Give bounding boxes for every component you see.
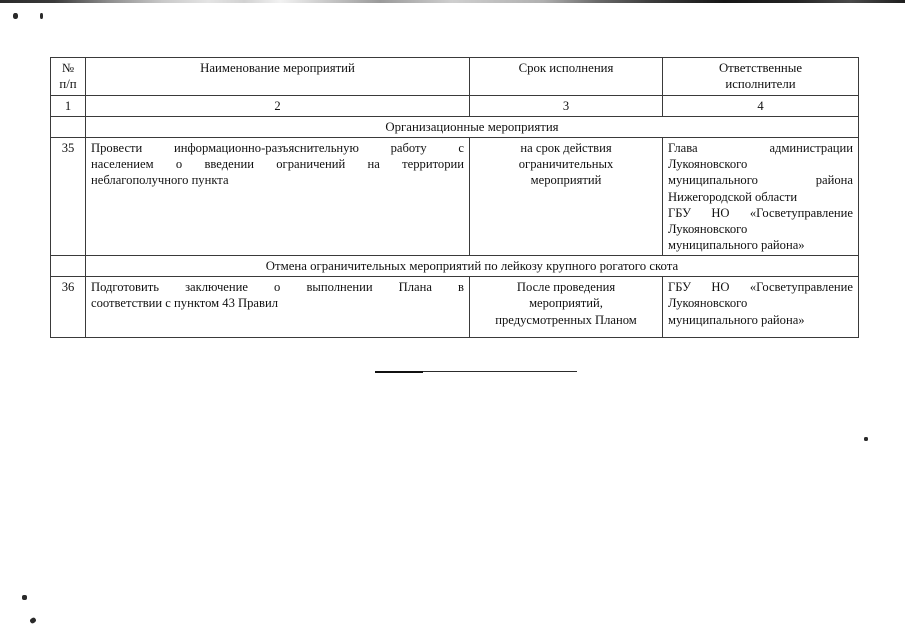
- measure-line: населением о введении ограничений на тер…: [91, 157, 464, 172]
- column-number-2: 2: [85, 94, 470, 117]
- row-number-35: 35: [50, 137, 86, 256]
- row-measure-36: Подготовить заключение о выполнении План…: [85, 276, 470, 339]
- deadline-line: предусмотренных Планом: [495, 312, 637, 327]
- column-number-3: 3: [469, 94, 663, 117]
- column-number-1: 1: [50, 94, 86, 117]
- row-responsible-35: Глава администрации Лукояновского муници…: [662, 137, 859, 256]
- scan-speck-bottom-left-1: [22, 595, 27, 600]
- header-responsible-line2: исполнители: [725, 77, 796, 92]
- responsible-line: муниципального района: [668, 173, 853, 188]
- section-header-spacer-cell-2: [50, 254, 86, 278]
- measure-line: неблагополучного пункта: [91, 173, 229, 188]
- scan-speck-bottom-left-2: [29, 616, 37, 625]
- measure-line: Провести информационно-разъяснительную р…: [91, 141, 464, 156]
- row-measure-35: Провести информационно-разъяснительную р…: [85, 137, 470, 256]
- column-number-row: 1 2 3 4: [50, 94, 859, 117]
- section-header-cancellation: Отмена ограничительных мероприятий по ле…: [50, 254, 859, 278]
- row-deadline-35: на срок действия ограничительных меропри…: [469, 137, 663, 256]
- deadline-line: мероприятий,: [529, 296, 603, 311]
- measure-line: Подготовить заключение о выполнении План…: [91, 280, 464, 295]
- section-header-title-2: Отмена ограничительных мероприятий по ле…: [85, 254, 859, 278]
- header-cell-measure: Наименование мероприятий: [85, 57, 470, 96]
- header-cell-number: № п/п: [50, 57, 86, 96]
- responsible-line: Лукояновского: [668, 157, 748, 172]
- deadline-line: ограничительных: [518, 157, 614, 172]
- header-number-line1: №: [61, 61, 75, 75]
- header-number-line2: п/п: [59, 77, 77, 92]
- plan-table-container: № п/п Наименование мероприятий Срок испо…: [50, 57, 859, 339]
- table-header-row: № п/п Наименование мероприятий Срок испо…: [50, 57, 859, 96]
- row-responsible-36: ГБУ НО «Госветуправление Лукояновского м…: [662, 276, 859, 339]
- section-header-spacer-cell: [50, 115, 86, 139]
- scan-speck-top-left-2: [40, 13, 43, 19]
- section-header-organizational: Организационные мероприятия: [50, 115, 859, 139]
- deadline-line: на срок действия: [520, 141, 612, 156]
- responsible-line: Лукояновского: [668, 221, 748, 236]
- measure-line: соответствии с пунктом 43 Правил: [91, 296, 278, 311]
- responsible-line: муниципального района»: [668, 237, 805, 252]
- section-header-title-1: Организационные мероприятия: [85, 115, 859, 139]
- table-row: 36 Подготовить заключение о выполнении П…: [50, 276, 859, 339]
- responsible-line: Глава администрации: [668, 141, 853, 156]
- responsible-line: Нижегородской области: [668, 189, 798, 204]
- scan-top-edge: [0, 0, 905, 3]
- deadline-line: мероприятий: [530, 173, 602, 188]
- separator-line: [375, 371, 577, 373]
- header-cell-deadline: Срок исполнения: [469, 57, 663, 96]
- header-cell-responsible: Ответственные исполнители: [662, 57, 859, 96]
- deadline-line: После проведения: [516, 280, 616, 295]
- header-measure-label: Наименование мероприятий: [200, 61, 355, 75]
- header-deadline-label: Срок исполнения: [518, 61, 614, 75]
- responsible-line: ГБУ НО «Госветуправление: [668, 205, 853, 220]
- row-deadline-36: После проведения мероприятий, предусмотр…: [469, 276, 663, 339]
- scan-speck-right: [864, 437, 868, 441]
- row-number-36: 36: [50, 276, 86, 339]
- responsible-line: муниципального района»: [668, 312, 805, 327]
- column-number-4: 4: [662, 94, 859, 117]
- header-responsible-line1: Ответственные: [718, 61, 803, 75]
- plan-table: № п/п Наименование мероприятий Срок испо…: [50, 57, 859, 339]
- responsible-line: Лукояновского: [668, 296, 748, 311]
- table-row: 35 Провести информационно-разъяснительну…: [50, 137, 859, 256]
- scan-speck-top-left-1: [13, 13, 18, 19]
- responsible-line: ГБУ НО «Госветуправление: [668, 280, 853, 295]
